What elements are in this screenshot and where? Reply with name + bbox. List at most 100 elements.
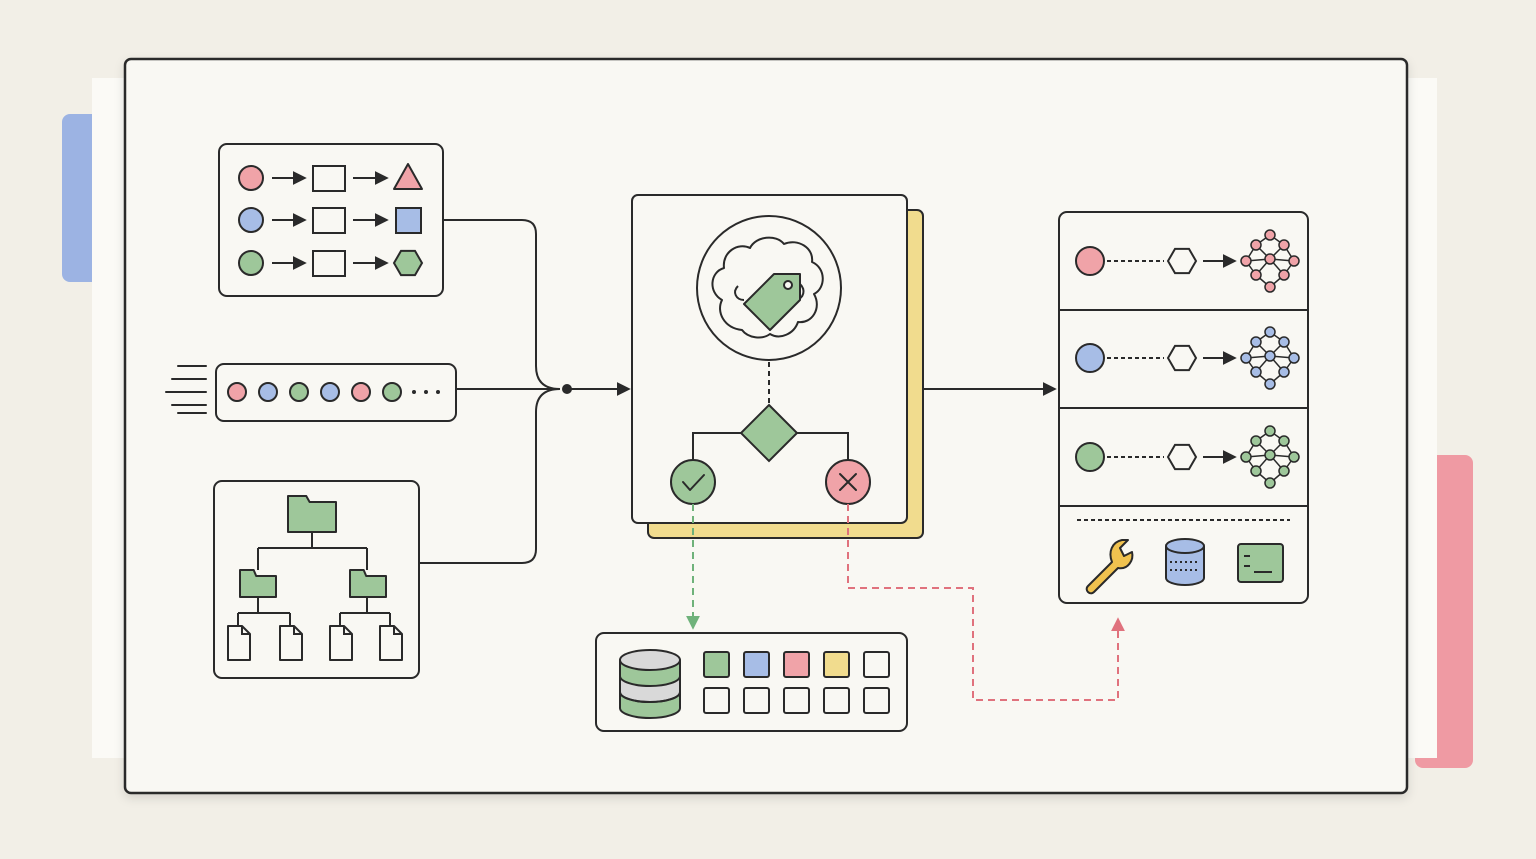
terminal-icon bbox=[1237, 543, 1284, 583]
graph-node bbox=[1278, 239, 1290, 251]
graph-node bbox=[1240, 451, 1252, 463]
wrench-icon bbox=[1085, 539, 1134, 595]
graph-node bbox=[1288, 352, 1300, 364]
pipeline-row bbox=[238, 207, 422, 234]
network-graph-icon bbox=[1240, 326, 1300, 390]
storage-cell-filled bbox=[703, 651, 730, 678]
graph-node bbox=[1278, 435, 1290, 447]
graph-node bbox=[1240, 352, 1252, 364]
reject-node bbox=[825, 459, 871, 505]
circle-icon bbox=[1075, 343, 1105, 373]
hexagon-icon bbox=[392, 249, 424, 277]
output-row bbox=[1075, 229, 1300, 293]
pipeline-row bbox=[238, 163, 423, 192]
storage-cell-filled bbox=[743, 651, 770, 678]
output-dividers bbox=[1059, 309, 1308, 507]
tree-panel bbox=[213, 480, 420, 679]
ellipsis-dot bbox=[436, 390, 440, 394]
circle-icon bbox=[238, 207, 264, 233]
decision-branches bbox=[692, 432, 849, 460]
circle-icon bbox=[238, 250, 264, 276]
file-icon bbox=[329, 625, 353, 661]
triangle-icon bbox=[393, 163, 423, 190]
storage-cell-empty bbox=[703, 687, 730, 714]
speed-lines-icon bbox=[165, 365, 207, 414]
graph-node bbox=[1264, 449, 1276, 461]
graph-node bbox=[1250, 336, 1262, 348]
accept-node bbox=[670, 459, 716, 505]
output-rows bbox=[1075, 229, 1300, 489]
graph-node bbox=[1278, 336, 1290, 348]
folder-icon bbox=[287, 495, 337, 533]
file-icon bbox=[379, 625, 403, 661]
circle-icon bbox=[238, 165, 264, 191]
output-row bbox=[1075, 326, 1300, 390]
graph-node bbox=[1264, 477, 1276, 489]
ellipsis-dot bbox=[412, 390, 416, 394]
stream-dot bbox=[320, 382, 340, 402]
cross-icon bbox=[839, 473, 857, 491]
storage-cell-empty bbox=[863, 687, 890, 714]
network-graph-icon bbox=[1240, 229, 1300, 293]
graph-node bbox=[1264, 253, 1276, 265]
hexagon-icon bbox=[1166, 247, 1198, 275]
hexagon-icon bbox=[1166, 443, 1198, 471]
graph-node bbox=[1288, 451, 1300, 463]
graph-node bbox=[1264, 281, 1276, 293]
box-icon bbox=[312, 250, 346, 277]
graph-node bbox=[1278, 269, 1290, 281]
storage-cell-filled bbox=[823, 651, 850, 678]
folder-icon bbox=[239, 569, 277, 598]
folder-icon bbox=[349, 569, 387, 598]
graph-node bbox=[1250, 435, 1262, 447]
network-graph-icon bbox=[1240, 425, 1300, 489]
ellipsis-dot bbox=[424, 390, 428, 394]
storage-cell-empty bbox=[823, 687, 850, 714]
pipeline-rows bbox=[238, 163, 424, 277]
storage-cell-empty bbox=[783, 687, 810, 714]
input-connectors bbox=[419, 219, 631, 564]
graph-node bbox=[1240, 255, 1252, 267]
square-icon bbox=[395, 207, 422, 234]
merge-point bbox=[562, 384, 572, 394]
graph-node bbox=[1264, 326, 1276, 338]
storage-cell-filled bbox=[783, 651, 810, 678]
box-icon bbox=[312, 165, 346, 192]
stream-dot bbox=[258, 382, 278, 402]
graph-node bbox=[1278, 366, 1290, 378]
file-icon bbox=[227, 625, 251, 661]
graph-node bbox=[1278, 465, 1290, 477]
stream-dot bbox=[289, 382, 309, 402]
graph-node bbox=[1250, 465, 1262, 477]
tree-connectors bbox=[237, 531, 391, 626]
graph-node bbox=[1250, 366, 1262, 378]
ellipsis-icon bbox=[412, 390, 440, 394]
stream-dot bbox=[382, 382, 402, 402]
circle-icon bbox=[1075, 246, 1105, 276]
storage-cells bbox=[703, 651, 890, 714]
check-icon bbox=[682, 474, 705, 491]
pipeline-row bbox=[238, 249, 424, 277]
graph-node bbox=[1250, 239, 1262, 251]
box-icon bbox=[312, 207, 346, 234]
diamond-decision-icon bbox=[739, 403, 799, 463]
circle-icon bbox=[1075, 442, 1105, 472]
reject-path bbox=[847, 504, 1125, 701]
brain-tag-icon bbox=[711, 236, 824, 339]
graph-node bbox=[1264, 378, 1276, 390]
output-row bbox=[1075, 425, 1300, 489]
hexagon-icon bbox=[1166, 344, 1198, 372]
database-icon bbox=[619, 649, 681, 719]
graph-node bbox=[1264, 229, 1276, 241]
graph-node bbox=[1288, 255, 1300, 267]
file-icon bbox=[279, 625, 303, 661]
graph-node bbox=[1250, 269, 1262, 281]
database-icon bbox=[1165, 538, 1205, 586]
tree-icons bbox=[227, 495, 403, 661]
graph-node bbox=[1264, 425, 1276, 437]
stream-dot bbox=[227, 382, 247, 402]
graph-node bbox=[1264, 350, 1276, 362]
stream-dots bbox=[227, 382, 440, 402]
